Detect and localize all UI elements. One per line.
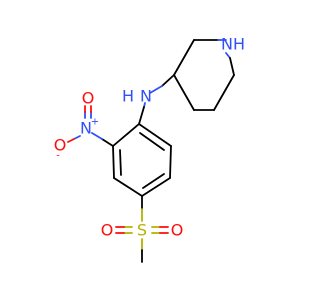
atom-amine-n: N [140, 87, 152, 106]
bond-nitro-o-minus-n [73, 135, 81, 140]
atom-nitro-o-minus: O [54, 136, 67, 155]
bond-pip-c6-c5 [213, 74, 235, 111]
bonds [67, 39, 235, 263]
atom-sulfonyl-o-left: O [101, 221, 114, 240]
bond-c4-nh-n [149, 85, 163, 94]
bond-c2-nitro-n [91, 132, 103, 140]
bond-ar-c2-c3 [112, 145, 115, 179]
bond-pip-n1-c6b [229, 57, 235, 76]
atom-amine-h: H [122, 87, 134, 106]
atom-nitro-o: O [82, 89, 95, 108]
atom-piperidine-nh: NH [221, 35, 245, 54]
atom-sulfonyl-o-right: O [171, 221, 184, 240]
charge-nitro-n: + [91, 117, 99, 128]
bond-nitro-o-minus-o [67, 138, 75, 143]
bond-c4-nh [161, 74, 175, 87]
bond-ar-c3-c4 [113, 177, 143, 197]
bond-ar-c6-c1 [138, 123, 172, 147]
bond-ar-c1-c2 [112, 123, 140, 147]
bond-ar-c4-c5 [141, 177, 171, 197]
bond-ar-c4-c5-inner [142, 173, 165, 189]
bond-ar-c5-c6 [169, 145, 172, 179]
atom-labels: NH N H N + O - O S O O [54, 35, 245, 240]
bond-pip-c5-c4 [173, 74, 195, 111]
bond-c2-nitro [101, 138, 114, 147]
bond-pip-n1-c6 [225, 52, 231, 59]
molecule-structure: NH N H N + O - O S O O [54, 35, 245, 263]
bond-pip-c4-c3 [173, 39, 195, 76]
charge-nitro-o-minus: - [56, 151, 60, 162]
bond-ar-c2-c3-inner [119, 149, 122, 176]
bond-ar-c6-c1-inner [139, 132, 165, 151]
atom-sulfonyl-s: S [137, 221, 147, 240]
atom-nitro-n: N [80, 119, 92, 138]
bond-nh-c1 [138, 106, 145, 125]
